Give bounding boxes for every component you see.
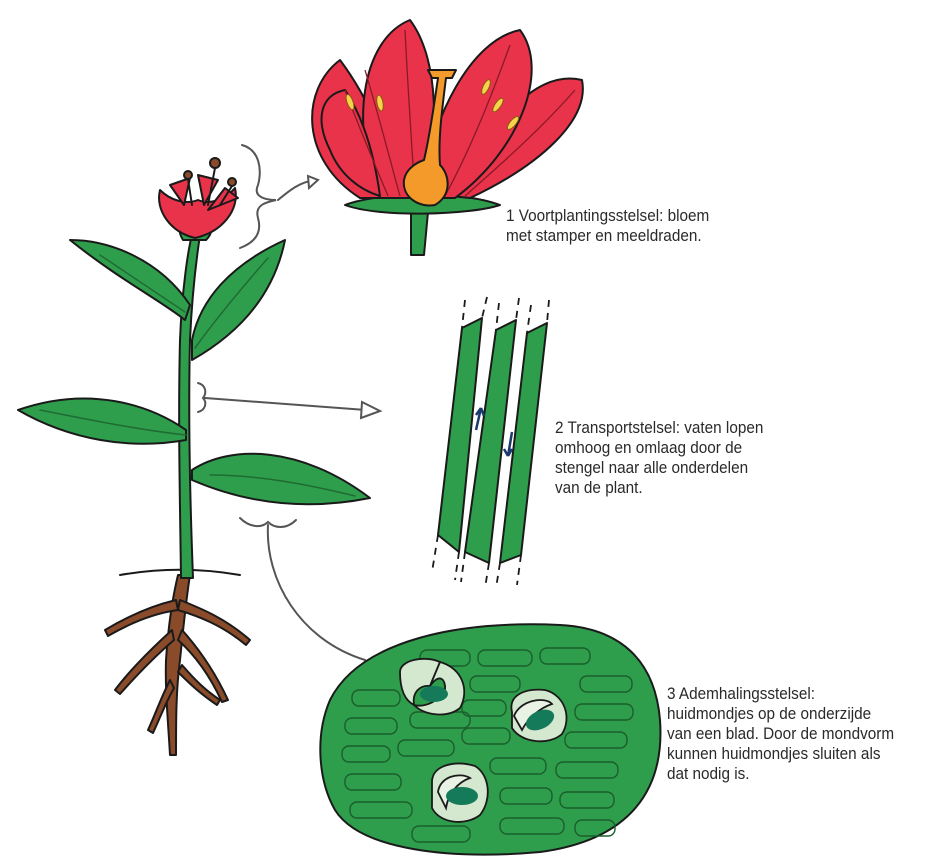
stem-arrow-head (361, 402, 380, 418)
label-transport-line-2: omhoog en omlaag door de (555, 438, 763, 458)
stoma-3 (432, 764, 488, 822)
transport-vessels (432, 297, 549, 588)
label-respiration-line-1: 3 Ademhalingsstelsel: (667, 684, 894, 704)
flow-down-arrow (504, 432, 512, 456)
label-respiration-line-2: huidmondjes op de onderzijde (667, 704, 894, 724)
label-respiration-line-5: dat nodig is. (667, 764, 894, 784)
leaf-middle-left (18, 399, 186, 444)
stem-arrow-line (205, 398, 366, 410)
small-flower (159, 158, 238, 240)
flower-brace (240, 145, 276, 248)
leaf-curve (268, 525, 365, 660)
leaf-lower-right (192, 454, 370, 504)
leaf-upper-left (70, 240, 190, 320)
label-reproduction: 1 Voortplantingsstelsel: bloem met stamp… (506, 206, 709, 246)
label-transport: 2 Transportstelsel: vaten lopen omhoog e… (555, 418, 763, 498)
leaf-veins (40, 255, 355, 496)
label-transport-line-1: 2 Transportstelsel: vaten lopen (555, 418, 763, 438)
label-respiration-line-3: van een blad. Door de mondvorm (667, 724, 894, 744)
label-respiration-line-4: kunnen huidmondjes sluiten als (667, 744, 894, 764)
label-transport-line-4: van de plant. (555, 478, 763, 498)
label-reproduction-line-1: 1 Voortplantingsstelsel: bloem (506, 206, 709, 226)
label-respiration: 3 Ademhalingsstelsel: huidmondjes op de … (667, 684, 894, 784)
flower-arrow-head (308, 176, 318, 188)
stoma-2 (511, 690, 566, 742)
leaf-stomata-detail (320, 624, 660, 854)
plant-illustration (18, 158, 370, 755)
leaf-upper-right (192, 240, 285, 360)
stem (179, 235, 200, 578)
flower-stalk (411, 212, 428, 255)
label-reproduction-line-2: met stamper en meeldraden. (506, 226, 709, 246)
roots (105, 575, 250, 755)
label-transport-line-3: stengel naar alle onderdelen (555, 458, 763, 478)
